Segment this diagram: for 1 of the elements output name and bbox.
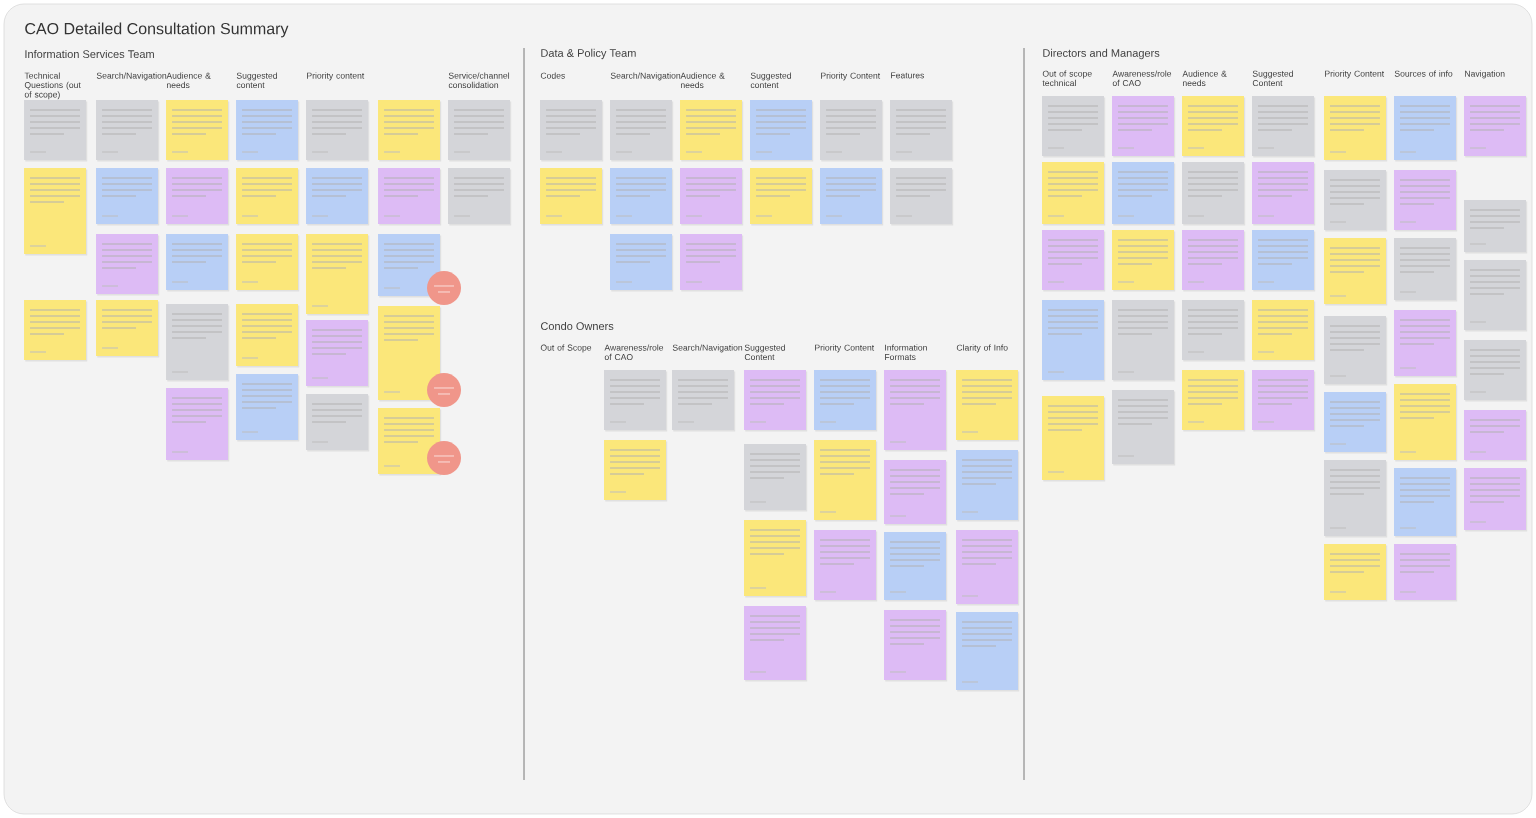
title: CAO Detailed Consultation Summary	[25, 22, 289, 38]
